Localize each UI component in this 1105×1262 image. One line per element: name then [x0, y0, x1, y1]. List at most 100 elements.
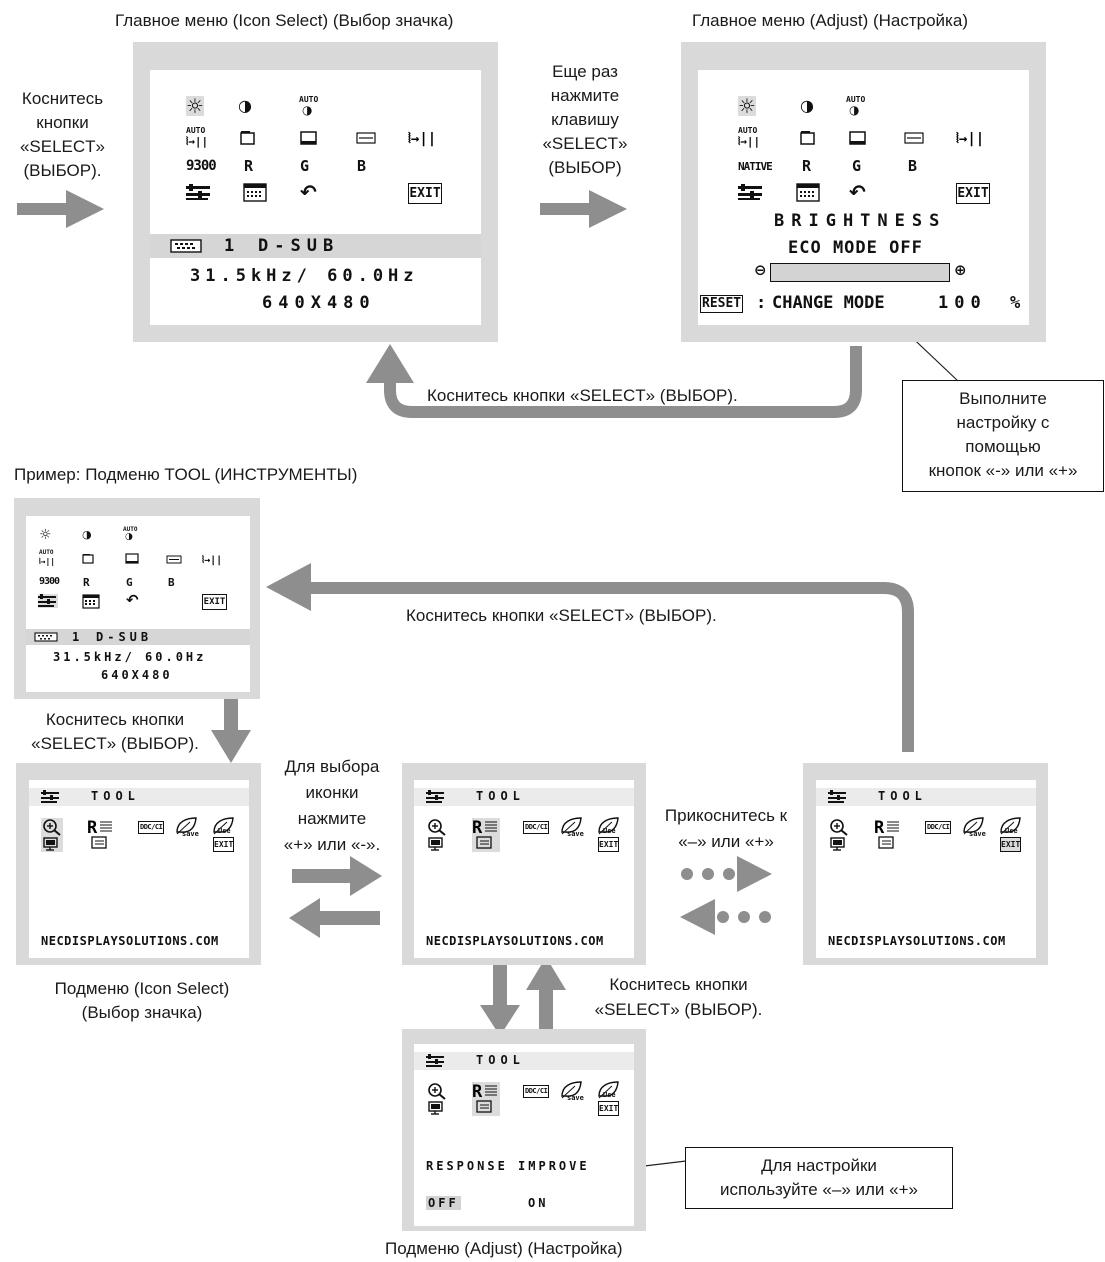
website-url: NECDISPLAYSOLUTIONS.COM	[828, 934, 1006, 948]
press-to-text: Прикоснитесь к«–» или «+»	[664, 806, 788, 851]
resolution-notifier-icon: R	[87, 818, 112, 849]
eco-save-label: save	[567, 1094, 584, 1102]
tool-icon	[828, 790, 846, 803]
reset-icon: RESET	[700, 295, 744, 313]
main-adjust-title: Главное меню (Adjust) (Настройка)	[692, 11, 968, 30]
language-icon	[82, 594, 100, 609]
arrow-dotted-right-head	[737, 856, 772, 892]
ddcci-icon: DDC/CI	[925, 821, 952, 834]
response-off-option: OFF	[426, 1196, 461, 1210]
eco-use-icon	[1000, 817, 1021, 835]
exit-icon: EXIT	[956, 183, 990, 204]
arrow-up-2	[539, 985, 553, 1033]
ddcci-icon: DDC/CI	[138, 821, 165, 834]
input-band	[150, 234, 481, 258]
touch-select-down-text: Коснитесь кнопки«SELECT» (ВЫБОР).	[31, 710, 199, 753]
h-size-icon	[904, 132, 924, 144]
auto-adjust-icon: ⦚→||	[738, 135, 760, 148]
website-url: NECDISPLAYSOLUTIONS.COM	[41, 934, 219, 948]
eco-use-label: Use	[1005, 827, 1018, 835]
preset-9300-label: 9300	[186, 158, 217, 174]
auto-adjust-icon: ⦚→||	[39, 557, 55, 566]
arrow-minus-head	[289, 898, 320, 938]
resolution-notifier-icon: R	[472, 818, 500, 852]
auto-contrast-icon: ◑	[849, 103, 860, 117]
language-icon	[796, 183, 820, 202]
tool-loop	[306, 582, 914, 752]
brightness-icon: ☼	[186, 94, 204, 118]
eco-save-icon	[176, 817, 197, 835]
reset-colon: :	[756, 293, 767, 313]
eco-save-icon	[561, 817, 582, 835]
v-position-icon	[125, 553, 139, 564]
arrow-tool-loop-head	[266, 563, 311, 611]
svg-text:⦚→||: ⦚→||	[202, 554, 222, 566]
return-loop	[384, 346, 862, 418]
green-label: G	[852, 157, 862, 175]
percent-sign: %	[1010, 293, 1021, 313]
input-number: 1	[72, 630, 80, 644]
resolution-readout: 640X480	[262, 293, 376, 313]
exit-icon: EXIT	[408, 183, 442, 204]
input-band	[26, 629, 250, 645]
off-timer-icon	[428, 819, 446, 851]
arrow-right-1	[17, 203, 69, 215]
fine-icon: ⦚→||	[956, 131, 984, 147]
off-timer-icon	[41, 818, 63, 852]
eco-mode-status: ECO MODE OFF	[788, 238, 923, 258]
brightness-bar-fill	[771, 264, 949, 281]
resolution-readout: 640X480	[101, 668, 173, 682]
tool-icon	[426, 790, 444, 803]
response-improve-label: RESPONSE IMPROVE	[426, 1159, 590, 1173]
blue-label: B	[908, 157, 918, 175]
auto-contrast-label: AUTO	[846, 95, 866, 104]
brightness-value: 100	[938, 293, 987, 313]
change-mode-label: CHANGE MODE	[772, 293, 885, 313]
svg-text:⦚→||: ⦚→||	[186, 135, 208, 148]
tool-title-band	[816, 788, 1036, 806]
tool-title-band	[29, 788, 249, 806]
brightness-icon: ☼	[39, 527, 52, 543]
tool-icon	[426, 1054, 444, 1067]
frequency-readout: 31.5kHz/ 60.0Hz	[53, 650, 207, 664]
example-tool-title: Пример: Подменю TOOL (ИНСТРУМЕНТЫ)	[14, 465, 358, 484]
auto-contrast-label: AUTO	[123, 526, 138, 533]
h-position-icon	[800, 131, 815, 145]
arrow-right-1-head	[66, 190, 104, 228]
exit-icon: EXIT	[213, 837, 234, 852]
fine-icon: ⦚→||	[202, 554, 222, 566]
touch-select-return-text: Коснитесь кнопки «SELECT» (ВЫБОР).	[427, 386, 738, 405]
arrow-minus	[318, 911, 380, 925]
submenu-icon-select-caption: Подменю (Icon Select)(Выбор значка)	[54, 979, 230, 1022]
response-on-option: ON	[528, 1196, 549, 1210]
plus-icon: ⊕	[954, 261, 967, 279]
arrow-down-2-head	[480, 1005, 520, 1036]
screen-example-main: ☼ ◑ AUTO ◑ AUTO ⦚→|| ⦚→|| 9300 R G B ↶ E…	[14, 498, 260, 699]
eco-use-icon	[598, 1081, 619, 1099]
tool-title-band	[414, 788, 634, 806]
website-url: NECDISPLAYSOLUTIONS.COM	[426, 934, 604, 948]
auto-adjust-label: AUTO	[738, 126, 758, 135]
preset-9300-label: 9300	[39, 576, 60, 587]
screen-main-adjust: ☼ ◑ AUTO ◑ AUTO ⦚→|| ⦚→|| NATIVE R G B ↶…	[681, 42, 1046, 342]
adjust-item-title: BRIGHTNESS	[774, 211, 947, 231]
arrow-plus-head	[350, 856, 382, 896]
contrast-icon: ◑	[238, 96, 252, 115]
tool-title-band	[414, 1052, 634, 1070]
svg-text:R: R	[87, 818, 98, 838]
arrow-up-2-head	[526, 957, 566, 990]
fine-icon: ⦚→||	[408, 131, 436, 147]
input-connector-icon	[34, 632, 58, 642]
svg-text:R: R	[874, 818, 885, 838]
arrow-plus	[292, 869, 352, 883]
arrow-down-1-head	[211, 730, 251, 763]
brightness-bar-track	[770, 263, 950, 282]
